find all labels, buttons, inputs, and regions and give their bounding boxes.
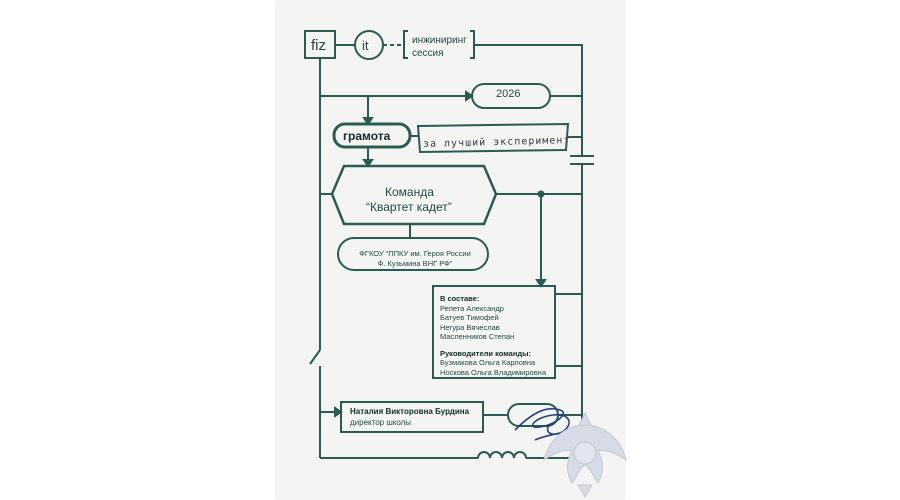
fiz-logo-text: fiz [311, 37, 326, 54]
member-name: Репета Александр [440, 303, 504, 313]
director-name: Наталия Викторовна Бурдина [350, 407, 470, 416]
year-label: 2026 [496, 88, 521, 100]
director-block: Наталия Викторовна Бурдина директор школ… [350, 406, 469, 428]
members-box [432, 285, 556, 379]
leaders-heading: Руководители команды: [440, 348, 532, 358]
director-role: директор школы [350, 418, 412, 427]
school-name: ФГКОУ “ППКУ им. Героя России Ф. Кузьмина… [350, 249, 480, 269]
leader-name: Носкова Ольга Владимировна [440, 367, 546, 377]
award-title: грамота [343, 129, 391, 143]
team-name: “Квартет кадет” [366, 200, 452, 214]
members-list: В составе: Репета Александр Батуев Тимоф… [440, 294, 546, 377]
session-label: инжиниринг сессия [412, 34, 467, 60]
member-name: Масленников Степан [440, 332, 515, 341]
member-name: Батуев Тимофей [440, 313, 499, 322]
it-logo-text: it [362, 38, 369, 53]
eagle-emblem-icon [543, 411, 627, 498]
school-line-2: Ф. Кузьмина ВНГ РФ” [377, 259, 453, 268]
members-heading: В составе: [440, 294, 480, 303]
school-line-1: ФГКОУ “ППКУ им. Героя России [359, 249, 471, 258]
team-label: Команда [385, 185, 434, 199]
session-line-2: сессия [412, 48, 444, 59]
school-box [337, 237, 489, 271]
director-box [340, 401, 484, 433]
it-logo-circle [354, 30, 384, 60]
member-name: Негура Вячеслав [440, 322, 500, 332]
session-line-1: инжиниринг [412, 35, 467, 46]
leader-name: Бузмакова Ольга Карловна [440, 358, 536, 367]
